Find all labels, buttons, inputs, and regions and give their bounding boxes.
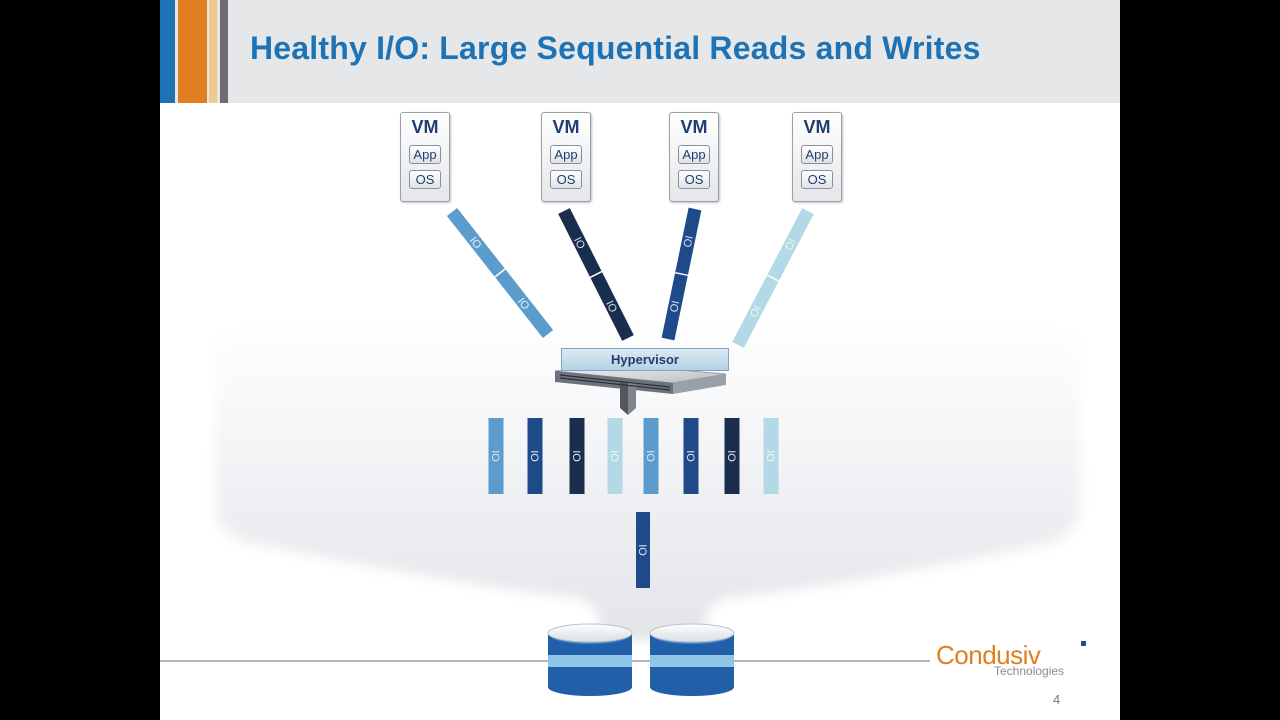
io-bar: IO: [607, 418, 623, 494]
io-bar: IO: [724, 418, 740, 494]
vm-app-box: App: [550, 145, 582, 164]
io-label: IO: [764, 450, 776, 462]
vm-box: VM App OS: [541, 112, 591, 202]
io-label: IO: [667, 299, 681, 313]
title-stripe-orange: [178, 0, 207, 103]
vm-label: VM: [680, 117, 708, 137]
io-label: IO: [570, 450, 582, 462]
io-bar: IO: [643, 418, 659, 494]
io-bar: IO: [569, 418, 585, 494]
vm-os-box: OS: [409, 170, 441, 189]
io-bar: IO: [636, 512, 650, 588]
vm-box: VM App OS: [400, 112, 450, 202]
vm-os-box: OS: [801, 170, 833, 189]
vm-os-box: OS: [678, 170, 710, 189]
io-bar: IO IO: [732, 207, 814, 349]
io-bar: IO IO: [661, 207, 702, 341]
server-icon: [554, 363, 727, 415]
logo-subtitle: Technologies: [994, 664, 1065, 678]
vm-label: VM: [803, 117, 831, 137]
disk-stack-icon: [547, 623, 735, 696]
vm-label: VM: [411, 117, 439, 137]
slide: Healthy I/O: Large Sequential Reads and …: [160, 0, 1120, 720]
io-label: IO: [608, 450, 620, 462]
hypervisor-label: Hypervisor: [561, 348, 729, 371]
vm-app-box: App: [801, 145, 833, 164]
io-label: IO: [528, 450, 540, 462]
io-label: IO: [489, 450, 501, 462]
title-stripe-gray: [220, 0, 228, 103]
io-label: IO: [636, 544, 648, 556]
io-label: IO: [603, 299, 619, 315]
io-bar: IO IO: [558, 208, 634, 341]
vm-app-box: App: [409, 145, 441, 164]
disk: [547, 623, 633, 696]
vm-box: VM App OS: [669, 112, 719, 202]
io-label: IO: [781, 236, 797, 252]
title-stripe-tan: [209, 0, 217, 103]
slide-title: Healthy I/O: Large Sequential Reads and …: [250, 30, 981, 66]
vm-app-box: App: [678, 145, 710, 164]
io-bar: IO: [488, 418, 504, 494]
io-bar: IO: [763, 418, 779, 494]
vm-box: VM App OS: [792, 112, 842, 202]
io-label: IO: [680, 234, 694, 248]
io-bar-group-vertical: IO IO IO IO IO IO IO IO IO: [488, 418, 779, 588]
logo-name: Condusiv: [936, 640, 1041, 670]
logo-mark: [1081, 641, 1086, 646]
vm-os-box: OS: [550, 170, 582, 189]
io-diagram: IO IO IO IO IO IO IO IO IO IO IO IO IO IO IO IO IO: [160, 207, 1080, 696]
disk: [649, 623, 735, 696]
io-label: IO: [746, 303, 762, 319]
company-logo: Condusiv Technologies: [936, 640, 1096, 680]
io-label: IO: [684, 450, 696, 462]
slide-number: 4: [1053, 692, 1061, 707]
io-bar: IO: [527, 418, 543, 494]
vm-label: VM: [552, 117, 580, 137]
io-bar: IO: [683, 418, 699, 494]
io-label: IO: [571, 235, 587, 251]
io-label: IO: [644, 450, 656, 462]
io-label: IO: [725, 450, 737, 462]
title-stripe-blue: [160, 0, 175, 103]
title-bar: Healthy I/O: Large Sequential Reads and …: [160, 0, 1120, 103]
